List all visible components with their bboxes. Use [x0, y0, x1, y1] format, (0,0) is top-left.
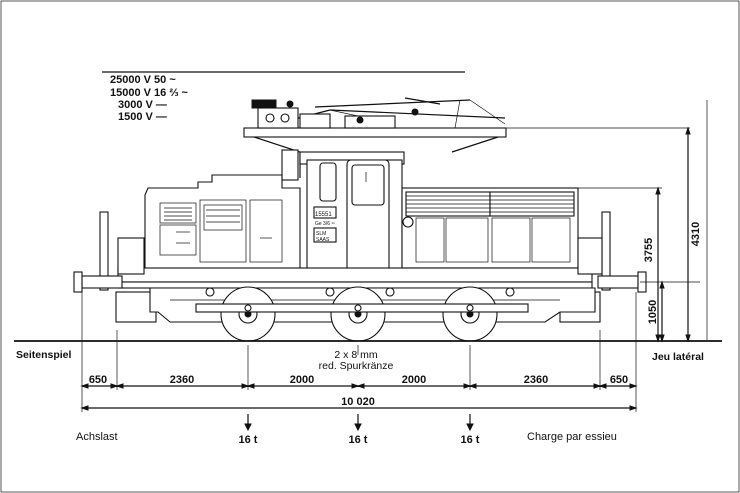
left-hood [144, 174, 301, 269]
axle-load-2: 16 t [349, 434, 368, 446]
pantograph [243, 97, 507, 138]
dim-buffer-axle-left: 2360 [170, 374, 194, 386]
dim-buffer-axle-right: 2360 [524, 374, 548, 386]
dim-overhang-left: 650 [89, 374, 107, 386]
voltage-3kv: 3000 V — [118, 99, 167, 111]
buffer-left [81, 275, 123, 289]
cab-vent [281, 149, 299, 181]
voltage-25kv: 25000 V 50 ~ [110, 74, 176, 86]
wheel-1 [220, 286, 276, 342]
wheel-3 [442, 286, 498, 342]
cab-plate-2: Ge 3/6 ¹¹ [315, 221, 335, 227]
cab-plate-4: SAAS [316, 237, 330, 243]
extension-lines [81, 127, 700, 412]
axle-load-arrows [244, 414, 474, 432]
dim-overhang-right: 650 [610, 374, 628, 386]
axle-load-label-de: Achslast [76, 431, 118, 443]
dim-wheelbase-1: 2000 [290, 374, 314, 386]
voltage-1500v: 1500 V — [118, 111, 167, 123]
dim-wheelbase-2: 2000 [402, 374, 426, 386]
locomotive: 15551 Ge 3/6 ¹¹ SLM SAAS [73, 97, 647, 342]
axle-load-3: 16 t [461, 434, 480, 446]
side-play-label-fr: Jeu latéral [652, 351, 704, 363]
number-plate [313, 206, 337, 219]
maker-plate [313, 227, 337, 243]
coupling-rod [195, 303, 529, 313]
cab-window [319, 162, 337, 202]
main-frame [117, 267, 593, 283]
handrail-left [99, 211, 109, 291]
axle-load-label-fr: Charge par essieu [527, 431, 617, 443]
vertical-dimensions [655, 100, 708, 343]
flange-note-2: red. Spurkränze [319, 360, 394, 372]
dimension-chain [80, 383, 638, 411]
cab-plate-1: 15551 [315, 212, 332, 218]
axle-load-1: 16 t [239, 434, 258, 446]
side-play-label-de: Seitenspiel [16, 349, 72, 361]
dim-height-roof: 3755 [643, 238, 655, 262]
voltage-15kv: 15000 V 16 ⅔ ~ [110, 87, 189, 99]
flange-note-1: 2 x 8 mm [334, 349, 377, 361]
dim-height-pantograph: 4310 [690, 222, 702, 246]
dim-overall-length: 10 020 [341, 396, 375, 408]
cab-plate-3: SLM [316, 231, 326, 237]
buffer-right [597, 275, 639, 289]
wheel-2 [330, 286, 386, 342]
dim-height-buffer: 1050 [647, 300, 659, 324]
